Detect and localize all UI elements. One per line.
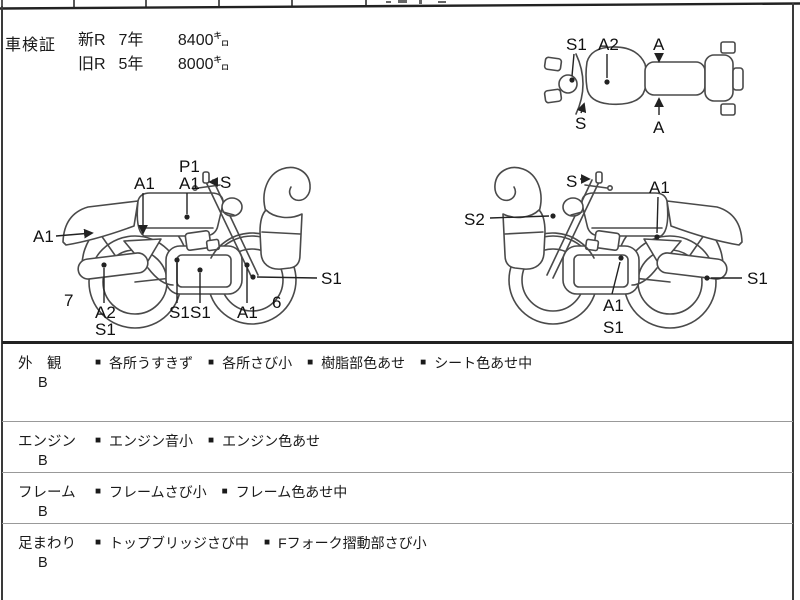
condition-row-undercarriage: 足まわり B ■トップブリッジさび中 ■Fフォーク摺動部さび小 [2, 523, 793, 600]
label-s1: S1 [95, 320, 116, 339]
bullet-icon: ■ [95, 357, 102, 368]
grade-value: B [38, 375, 48, 391]
cert-mileage: 8400㌔ [177, 32, 230, 49]
defect-item: ■シート色あせ中 [420, 355, 533, 371]
cert-mileage: 8000㌔ [177, 56, 230, 73]
label-s1: S1 [169, 303, 190, 322]
cert-type: 新R [78, 32, 106, 49]
grade-value: B [38, 555, 48, 571]
grade-value: B [38, 504, 48, 520]
label-s1: S1 [603, 318, 624, 337]
label-a2: A2 [598, 35, 619, 54]
label-6: 6 [272, 293, 281, 312]
bullet-icon: ■ [264, 537, 271, 548]
defect-items: ■各所うすきず ■各所さび小 ■樹脂部色あせ ■シート色あせ中 [95, 353, 532, 373]
category-label: フレーム [18, 485, 76, 501]
grade-value: B [38, 453, 48, 469]
label-s: S [566, 172, 577, 191]
right-view-leaders [489, 174, 742, 295]
label-a1: A1 [33, 227, 54, 246]
label-a: A [653, 118, 665, 137]
condition-row-frame: フレーム B ■フレームさび小 ■フレーム色あせ中 [2, 472, 793, 523]
defect-item: ■エンジン音小 [95, 433, 194, 449]
bullet-icon: ■ [208, 435, 215, 446]
bullet-icon: ■ [95, 486, 102, 497]
label-a1: A1 [649, 178, 670, 197]
defect-items: ■フレームさび小 ■フレーム色あせ中 [95, 482, 347, 502]
condition-table: 外 観 B ■各所うすきず ■各所さび小 ■樹脂部色あせ ■シート色あせ中 エン… [2, 341, 793, 600]
defect-items: ■トップブリッジさび中 ■Fフォーク摺動部さび小 [95, 533, 427, 553]
left-view-leaders [55, 177, 318, 303]
right-border [792, 3, 794, 600]
seat-top [644, 61, 706, 96]
defect-item: ■トップブリッジさび中 [95, 535, 250, 551]
bullet-icon: ■ [307, 357, 314, 368]
defect-item: ■エンジン色あせ [208, 433, 321, 449]
bike-side-view-left-diagram: A1 A1 P1 A1 S 7 A2 S1 S1 S1 A1 6 S1 [33, 157, 342, 339]
label-a1: A1 [603, 296, 624, 315]
rear-section-top [704, 54, 734, 102]
label-a2: A2 [95, 303, 116, 322]
defect-item: ■各所さび小 [208, 355, 293, 371]
bullet-icon: ■ [95, 435, 102, 446]
label-a1: A1 [237, 303, 258, 322]
bullet-icon: ■ [95, 537, 102, 548]
bike-top-view-diagram: S1 A2 A S A [543, 35, 744, 137]
defect-items: ■エンジン音小 ■エンジン色あせ [95, 431, 320, 451]
cert-years: 5年 [118, 56, 144, 73]
condition-row-exterior: 外 観 B ■各所うすきず ■各所さび小 ■樹脂部色あせ ■シート色あせ中 [2, 341, 793, 421]
defect-item: ■フレーム色あせ中 [221, 484, 348, 500]
bullet-icon: ■ [208, 357, 215, 368]
category-label: エンジン [18, 434, 76, 450]
top-view-leaders [569, 53, 664, 115]
label-s: S [220, 173, 231, 192]
label-s1: S1 [321, 269, 342, 288]
defect-item: ■各所うすきず [95, 355, 194, 371]
tank-top [585, 46, 648, 106]
defect-item: ■Fフォーク摺動部さび小 [264, 535, 427, 551]
cert-rows: 新R 7年 8400㌔ 旧R 5年 8000㌔ [78, 31, 230, 79]
label-s: S [575, 114, 586, 133]
cert-row-new: 新R 7年 8400㌔ [78, 31, 230, 55]
bike-side-view-right-diagram: S A1 S2 A1 S1 S1 [464, 166, 768, 337]
top-table-remnant [0, 0, 800, 10]
defect-item: ■フレームさび小 [95, 484, 207, 500]
cert-type: 旧R [78, 56, 106, 73]
label-s2: S2 [464, 210, 485, 229]
left-border [1, 6, 3, 600]
label-a1: A1 [179, 174, 200, 193]
label-s1: S1 [190, 303, 211, 322]
label-7: 7 [64, 291, 73, 310]
label-s1: S1 [566, 35, 587, 54]
category-label: 足まわり [18, 536, 76, 552]
label-s1: S1 [747, 269, 768, 288]
cert-label: 車検証 [5, 37, 57, 54]
cert-row-old: 旧R 5年 8000㌔ [78, 55, 230, 79]
condition-row-engine: エンジン B ■エンジン音小 ■エンジン色あせ [2, 421, 793, 472]
defect-item: ■樹脂部色あせ [307, 355, 406, 371]
category-label: 外 観 [18, 356, 62, 372]
label-a: A [653, 35, 665, 54]
label-a1: A1 [134, 174, 155, 193]
label-p1: P1 [179, 157, 200, 176]
vehicle-inspection-cert: 車検証 新R 7年 8400㌔ 旧R 5年 8000㌔ [5, 31, 230, 79]
bullet-icon: ■ [221, 486, 228, 497]
cert-years: 7年 [118, 32, 144, 49]
bullet-icon: ■ [420, 357, 427, 368]
